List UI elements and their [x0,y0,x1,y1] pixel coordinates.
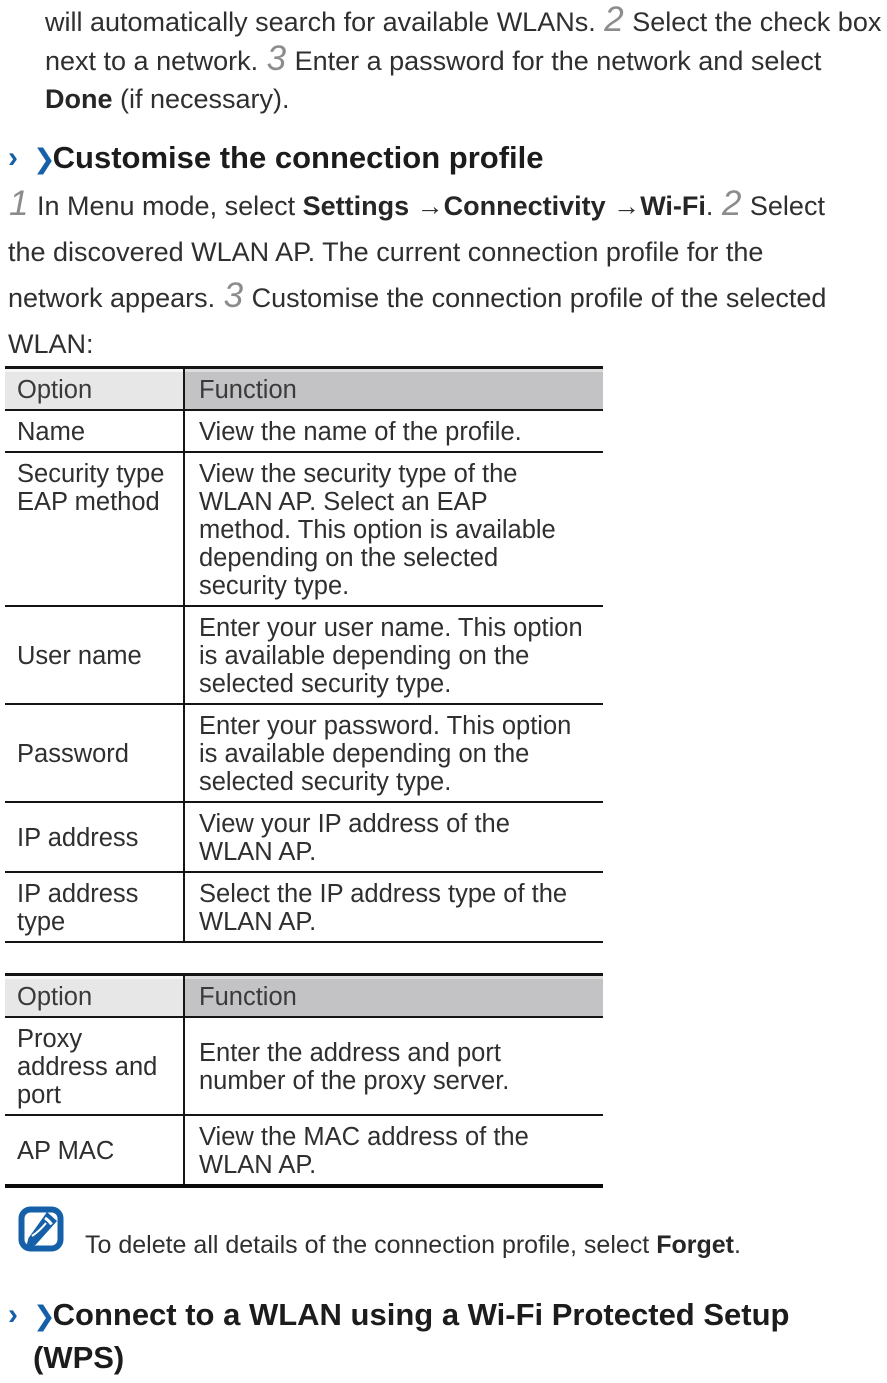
function-cell: View the security type of the WLAN AP. S… [183,453,603,605]
option-cell: IP address type [17,880,139,936]
table-row: Proxy address and port Enter the address… [5,1018,603,1116]
chevron-marker-icon: › [8,1298,18,1331]
section-heading-customise: › ❯Customise the connection profile [8,137,544,180]
heading-line: ❯Connect to a WLAN using a Wi-Fi Protect… [33,1294,789,1337]
steps-paragraph: 1 In Menu mode, select Settings →Connect… [8,183,826,367]
arrow-glyph: → [409,191,444,221]
option-cell: IP address [17,824,139,852]
option-cell: Password [17,740,129,768]
table-row: IP address type Select the IP address ty… [5,873,603,943]
heading-text-wrap: ❯Connect to a WLAN using a Wi-Fi Protect… [33,1294,789,1379]
steps-line: the discovered WLAN AP. The current conn… [8,237,764,267]
intro-line: will automatically search for available … [45,2,881,41]
step-number: 3 [266,39,287,78]
option-cell: AP MAC [17,1137,115,1165]
note-body: To delete all details of the connection … [85,1231,657,1259]
section-heading-wps: › ❯Connect to a WLAN using a Wi-Fi Prote… [8,1294,789,1379]
function-cell: View the MAC address of the WLAN AP. [183,1116,603,1184]
step-number: 2 [604,0,624,39]
steps-text: Customise the connection profile of the … [244,283,827,313]
steps-text: . [705,191,721,221]
bold-keyword: Done [45,84,113,114]
note-pencil-icon [18,1206,64,1252]
option-cell: Proxy address and port [17,1025,158,1109]
page-title: Customise the connection profile [52,140,544,175]
function-cell: View your IP address of the WLAN AP. [183,803,603,871]
intro-line: Done (if necessary). [45,80,881,118]
option-header-cell: Option [5,369,183,409]
option-cell: User name [17,642,142,670]
intro-text: (if necessary). [112,84,290,114]
option-header-cell: Option [5,976,183,1016]
intro-paragraph: will automatically search for available … [45,2,881,118]
function-header-cell: Function [183,369,603,409]
option-cell: Name [17,418,86,446]
steps-text: In Menu mode, select [29,191,303,221]
heading-text-wrap: ❯Customise the connection profile [33,137,544,180]
menu-path-wifi: Wi-Fi [640,191,706,221]
heading-line: (WPS) [33,1340,125,1375]
steps-text: network appears. [8,283,223,313]
function-cell: Enter the address and port number of the… [183,1018,603,1114]
options-table-2: Option Function Proxy address and port E… [5,973,603,1188]
function-cell: Enter your password. This option is avai… [183,705,603,801]
step-number: 1 [9,184,29,223]
table-row: IP address View your IP address of the W… [5,803,603,873]
table-row: Password Enter your password. This optio… [5,705,603,803]
intro-text: next to a network. [45,46,266,76]
intro-line: next to a network. 3 Enter a password fo… [45,41,881,80]
function-cell: Select the IP address type of the WLAN A… [183,873,603,941]
intro-text: will automatically search for available … [45,7,604,37]
page-title: Connect to a WLAN using a Wi-Fi Protecte… [52,1297,790,1332]
steps-text: Select [742,191,825,221]
intro-text: Select the check box [624,7,882,37]
steps-line: WLAN: [8,329,94,359]
arrow-bullet-icon: ❯ [33,144,56,174]
function-cell: View the name of the profile. [183,411,603,451]
step-number: 2 [721,184,742,223]
function-cell: Enter your user name. This option is ava… [183,607,603,703]
arrow-bullet-icon: ❯ [33,1301,56,1331]
option-cell: Security type EAP method [17,460,165,516]
steps-line: 1 In Menu mode, select Settings →Connect… [8,183,826,229]
table-row: Name View the name of the profile. [5,411,603,453]
chevron-marker-icon: › [8,141,18,174]
forget-keyword: Forget [656,1231,734,1259]
table-row: AP MAC View the MAC address of the WLAN … [5,1116,603,1188]
table-row: User name Enter your user name. This opt… [5,607,603,705]
note-body: . [733,1231,741,1259]
step-number: 3 [223,276,244,315]
intro-text: Enter a password for the network and sel… [287,46,822,76]
note-text: To delete all details of the connection … [85,1228,741,1262]
options-table-1: Option Function Name View the name of th… [5,366,603,943]
table-header-row: Option Function [5,976,603,1018]
arrow-glyph: → [605,191,641,221]
table-header-row: Option Function [5,369,603,411]
menu-path-settings: Settings [302,191,410,221]
function-header-cell: Function [183,976,603,1016]
steps-line: network appears. 3 Customise the connect… [8,275,826,321]
table-row: Security type EAP method View the securi… [5,453,603,607]
menu-path-connectivity: Connectivity [443,191,606,221]
